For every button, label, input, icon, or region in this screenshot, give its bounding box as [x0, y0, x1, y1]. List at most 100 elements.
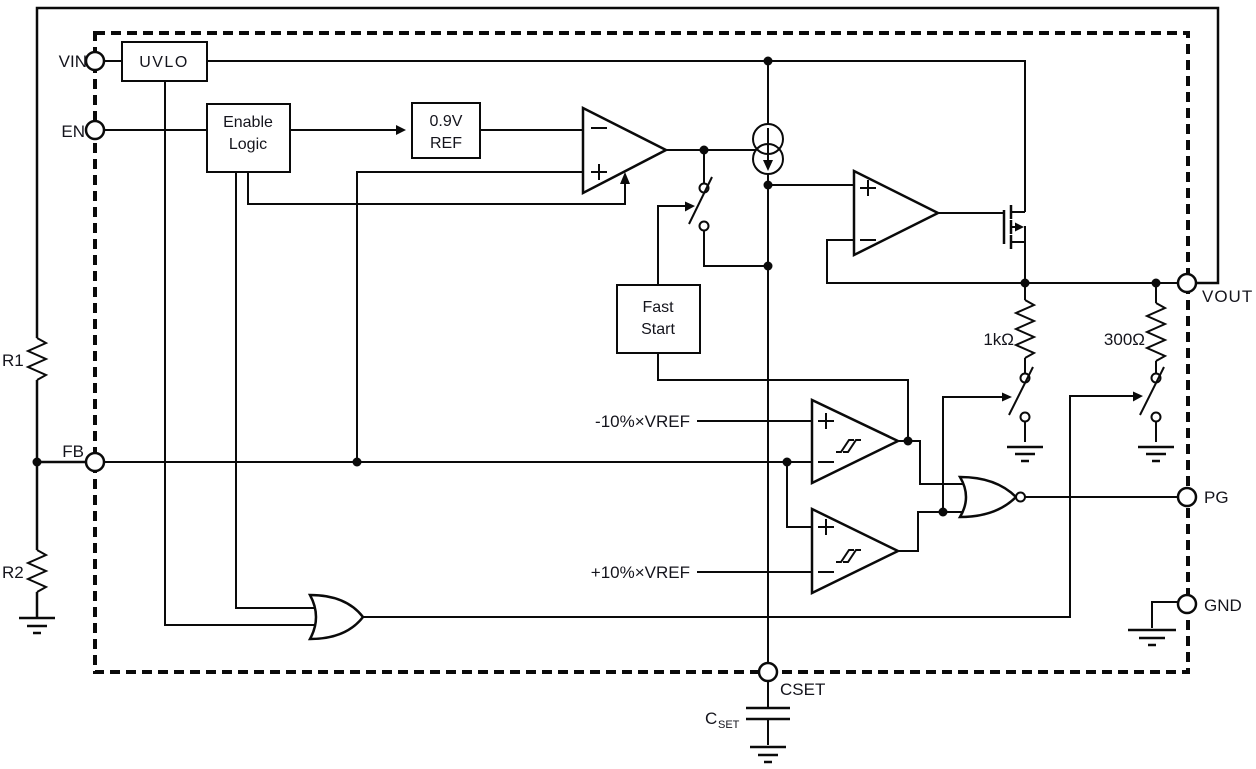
buffer-amplifier [852, 168, 941, 258]
junction-fb-comp [782, 457, 792, 467]
pg-pin-label: PG [1204, 488, 1229, 507]
comp1-output-wire [898, 440, 968, 485]
ground-cset-icon [750, 745, 786, 764]
comparator2-plus-sign [818, 519, 834, 535]
junction-dots [32, 56, 1161, 517]
ground-1k-icon [1007, 445, 1043, 463]
pg-comparator-high [810, 506, 901, 596]
gnd-pin [1176, 593, 1198, 615]
resistor-300-label: 300Ω [1104, 330, 1145, 349]
vin-pin-label: VIN [59, 52, 87, 71]
vref-label-1: 0.9V [430, 113, 463, 130]
junction-buffer-input [763, 180, 773, 190]
external-network: R1 R2 [2, 6, 1220, 635]
vref-plus10-label: +10%×VREF [591, 563, 690, 582]
uvlo-to-or-wire [164, 81, 316, 626]
resistor-1k [1013, 299, 1037, 359]
faststart-to-comp-wire [657, 353, 909, 441]
error-amp-enable-arrow [620, 172, 630, 184]
ic-boundary [93, 31, 1190, 674]
switch-1k-arrow [1002, 392, 1012, 402]
vref-box [411, 102, 481, 159]
faststart-switch-arrow [685, 201, 695, 212]
comparator2-hysteresis-icon [836, 549, 861, 563]
enable-to-or-wire [235, 172, 316, 609]
enable-logic-label-1: Enable [223, 114, 273, 131]
enable-to-erramp-wire [247, 172, 626, 205]
buffer-amp-triangle [852, 168, 941, 258]
switch-300-arrow [1133, 391, 1143, 402]
resistor-300 [1144, 302, 1168, 362]
switch-1k-contact-bottom [1019, 411, 1031, 423]
junction-fb-divider [32, 457, 42, 467]
junction-erramp-switch [699, 145, 709, 155]
pg-comparator-low [810, 398, 901, 486]
pulldown-1k-switch [1002, 366, 1034, 423]
uvlo-label: UVLO [139, 54, 189, 71]
r2-label: R2 [2, 563, 24, 582]
vref-input-arrow [396, 125, 406, 135]
internal-wires [104, 60, 1178, 745]
vref-label-2: REF [430, 135, 462, 152]
junction-fb-erramp [352, 457, 362, 467]
mosfet-terminals [1011, 211, 1026, 283]
switch-300-blade [1139, 366, 1165, 416]
resistor-r1 [25, 337, 49, 381]
r2-ground-icon [19, 616, 55, 635]
fb-to-erramp-plus-wire [356, 171, 583, 462]
divider-mid-wire [35, 380, 86, 550]
faststart-switch [685, 176, 713, 232]
vout-external-loop-wire [35, 6, 1220, 338]
current-source-arrow-head [763, 160, 773, 171]
nor-gate-bubble [1015, 491, 1026, 503]
junction-vin-rail [763, 56, 773, 66]
enable-logic-block: Enable Logic [206, 103, 291, 173]
junction-switch-return [763, 261, 773, 271]
pg-pin [1176, 486, 1198, 508]
error-amp-plus-sign [591, 164, 607, 180]
mosfet-arrow-icon [1015, 222, 1024, 232]
fast-start-box [616, 284, 701, 354]
cset-pin-label: CSET [780, 680, 825, 699]
cset-cap-label: C [705, 709, 717, 728]
resistor-r2 [25, 549, 49, 593]
error-amplifier [581, 105, 669, 196]
vref-minus10-label: -10%×VREF [595, 412, 690, 431]
vin-pin [84, 50, 106, 72]
junction-comp1-out [903, 436, 913, 446]
comparator1-plus-sign [818, 413, 834, 429]
ground-gnd-pin-icon [1128, 628, 1176, 647]
pulldown-300-switch [1133, 366, 1165, 423]
pg-nor-gate [957, 475, 1026, 519]
fb-pin [84, 451, 106, 473]
capacitor-cset [746, 706, 790, 721]
or-gate-body [307, 593, 365, 641]
uvlo-block: UVLO [121, 41, 208, 82]
enable-logic-box [206, 103, 291, 173]
text-labels: VIN EN FB VOUT PG GND CSET 1kΩ 300Ω -10%… [59, 52, 1253, 731]
switch-1k-ctrl-wire [942, 396, 1002, 512]
gnd-pin-wire [1151, 601, 1178, 628]
comp2-output-wire [898, 511, 968, 552]
junction-comp2-out [938, 507, 948, 517]
vin-rail-wire [207, 60, 1026, 212]
r1-label: R1 [2, 351, 24, 370]
fast-start-label-1: Fast [642, 299, 674, 316]
buffer-feedback-vout-wire [826, 239, 1178, 284]
fb-branch-comp2-wire [786, 462, 812, 528]
faststart-switch-contact-bottom [698, 220, 710, 232]
current-source [752, 123, 784, 175]
fast-start-block: Fast Start [616, 284, 701, 354]
internal-passives [746, 299, 1176, 764]
comparator1-hysteresis-icon [836, 439, 861, 453]
faststart-switch-blade [688, 176, 713, 225]
vout-pin [1176, 272, 1198, 294]
cset-cap-sub-label: SET [718, 719, 740, 731]
enable-logic-label-2: Logic [229, 136, 267, 153]
gnd-pin-label: GND [1204, 596, 1242, 615]
buffer-amp-plus-sign [860, 180, 876, 196]
nor-gate-body [957, 475, 1018, 519]
faststart-ctrl-wire [657, 205, 685, 285]
